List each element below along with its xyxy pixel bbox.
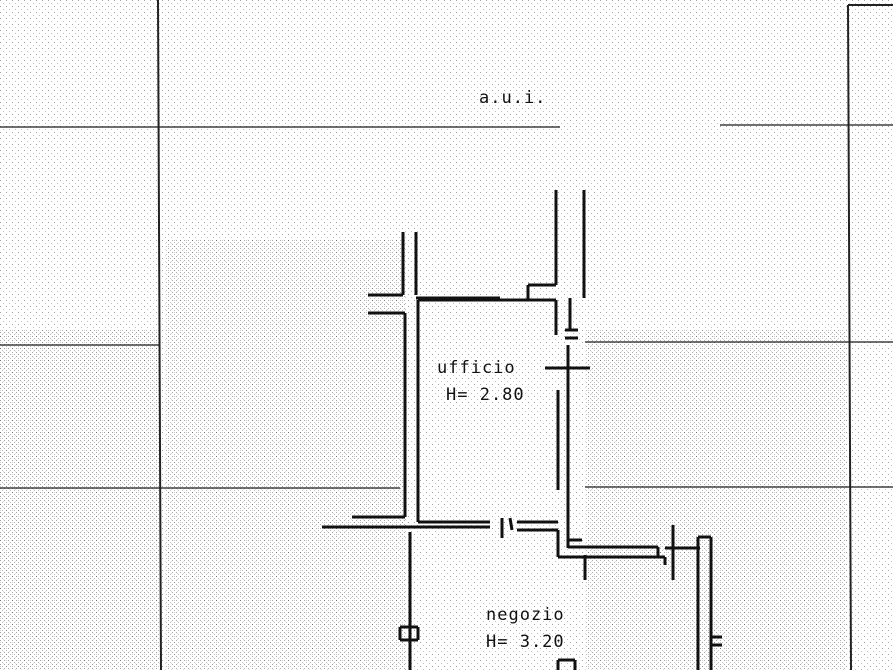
negozio-height-label: H= 3.20 [486,632,565,652]
background-texture-dense-mid [165,240,405,670]
ufficio-height-label: H= 2.80 [446,385,525,405]
ufficio-walls [322,190,590,540]
ufficio-label: ufficio [437,358,516,378]
aui-label: a.u.i. [479,88,547,108]
negozio-label: negozio [486,605,565,625]
horizontal-bands [0,124,893,489]
background-texture-dense-right [585,330,845,670]
negozio-walls [398,525,722,670]
background-texture-dense-left [0,330,160,670]
property-lines [157,0,893,670]
